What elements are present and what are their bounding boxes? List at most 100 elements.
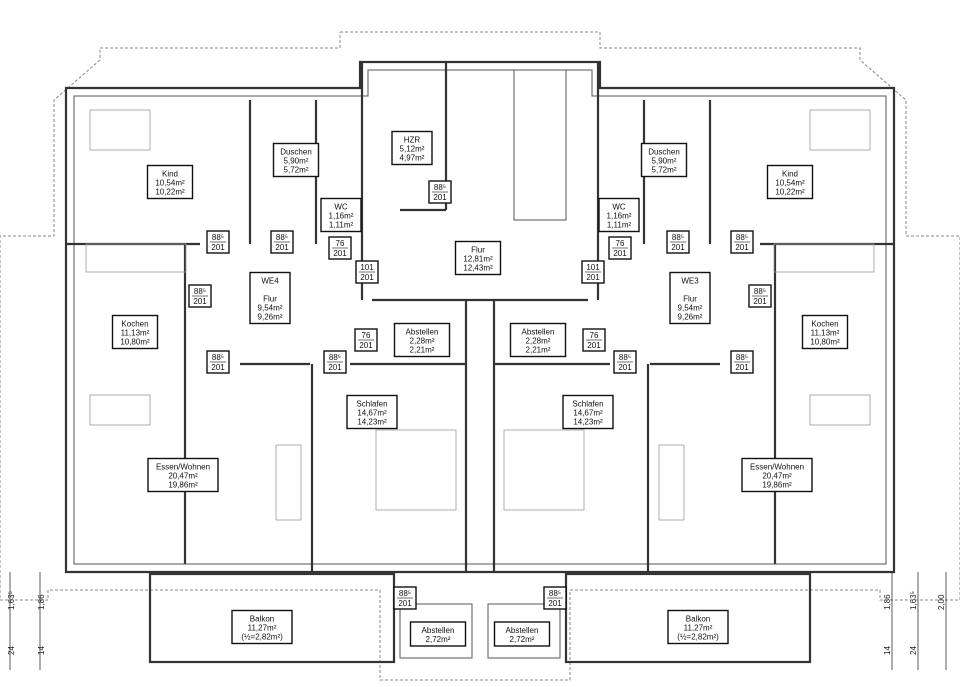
room-label-line: Schlafen xyxy=(572,400,603,409)
door-height: 201 xyxy=(548,599,562,608)
door-width: 88⁵ xyxy=(276,233,288,242)
door-width: 88⁵ xyxy=(619,353,631,362)
room-label-line: 20,47m² xyxy=(168,472,198,481)
room-label-line: 5,72m² xyxy=(284,166,309,175)
room-label-line: 1,11m² xyxy=(329,221,354,230)
room-label-line: (½=2,82m²) xyxy=(677,633,719,642)
room-label-line: 12,81m² xyxy=(463,255,493,264)
room-label-line: Balkon xyxy=(250,615,274,624)
room-label-line: 10,54m² xyxy=(155,179,185,188)
room-label-box xyxy=(391,130,433,166)
door-height: 201 xyxy=(360,273,374,282)
door-width: 76 xyxy=(590,331,599,340)
room-label-line: 2,28m² xyxy=(410,337,435,346)
room-label-line: (½=2,82m²) xyxy=(241,633,283,642)
dimension-label: 2,00 xyxy=(937,594,946,610)
room-label-box xyxy=(669,271,711,325)
room-label-line: 11,27m² xyxy=(684,624,713,633)
room-label-line: 2,21m² xyxy=(410,346,435,355)
door-width: 88⁵ xyxy=(194,287,206,296)
room-label-box xyxy=(493,621,551,647)
room-label-line: WC xyxy=(612,203,626,212)
room-label-line: 20,47m² xyxy=(762,472,792,481)
room-label-line: 10,54m² xyxy=(775,179,805,188)
room-label-box xyxy=(562,394,614,430)
room-label-box xyxy=(667,609,729,645)
room-label-line: Kind xyxy=(162,170,178,179)
room-label-box xyxy=(146,164,194,200)
door-width: 88⁵ xyxy=(399,589,411,598)
room-label-line: 9,54m² xyxy=(258,304,283,313)
room-label-line: 14,23m² xyxy=(573,418,603,427)
room-label-line: Abstellen xyxy=(406,328,439,337)
room-label-box xyxy=(320,197,362,233)
room-label-box xyxy=(509,322,567,358)
room-label-line: WE4 xyxy=(261,277,279,286)
room-label-line: Duschen xyxy=(648,148,680,157)
balconies xyxy=(148,572,812,664)
door-width: 88⁵ xyxy=(212,353,224,362)
room-label-line: 10,22m² xyxy=(155,188,185,197)
room-label-line: Duschen xyxy=(280,148,312,157)
room-label-box xyxy=(249,271,291,325)
dimension-label: 24 xyxy=(909,646,918,655)
door-height: 201 xyxy=(328,363,342,372)
room-label-line: 2,72m² xyxy=(426,635,451,644)
room-label-line: Flur xyxy=(263,295,277,304)
room-label-line: WC xyxy=(334,203,348,212)
door-width: 101 xyxy=(586,263,600,272)
room-label-line: 14,23m² xyxy=(357,418,387,427)
door-height: 201 xyxy=(753,297,767,306)
door-height: 201 xyxy=(333,249,347,258)
room-label-line: 9,54m² xyxy=(678,304,703,313)
room-label-box xyxy=(272,142,320,178)
door-height: 201 xyxy=(671,243,685,252)
room-label-line: 5,90m² xyxy=(652,157,677,166)
room-label-box xyxy=(598,197,640,233)
dimension-label: 1,86 xyxy=(37,594,46,610)
door-height: 201 xyxy=(735,363,749,372)
room-label-line: Abstellen xyxy=(506,626,539,635)
room-label-box xyxy=(409,621,467,647)
door-width: 88⁵ xyxy=(434,183,446,192)
room-label-box xyxy=(147,457,219,493)
room-label-line: Kind xyxy=(782,170,798,179)
roof-outline xyxy=(0,31,960,681)
room-label-line: Kochen xyxy=(121,320,148,329)
door-width: 88⁵ xyxy=(672,233,684,242)
room-label-line: Schlafen xyxy=(356,400,387,409)
room-label-box xyxy=(393,322,451,358)
room-label-line: 2,28m² xyxy=(526,337,551,346)
room-label-line: 5,72m² xyxy=(652,166,677,175)
door-height: 201 xyxy=(275,243,289,252)
room-label-box xyxy=(640,142,688,178)
door-width: 88⁵ xyxy=(329,353,341,362)
